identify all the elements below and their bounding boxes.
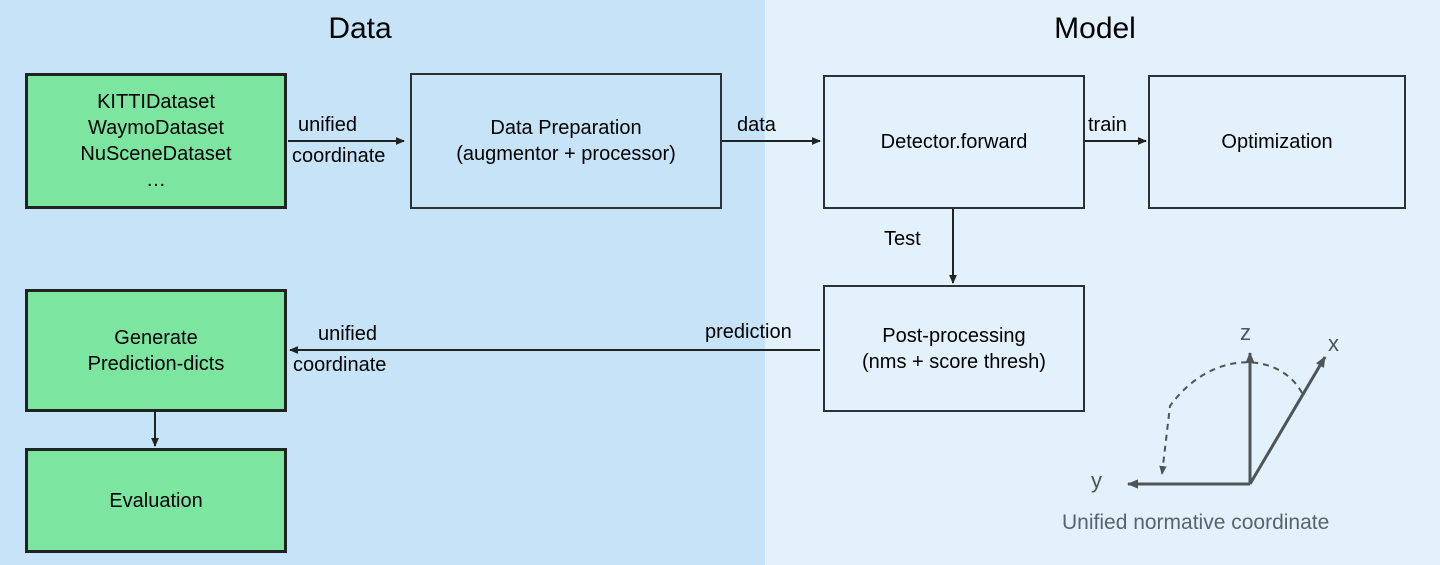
- edge-label-train: train: [1088, 114, 1127, 136]
- node-evaluation[interactable]: Evaluation: [25, 448, 287, 553]
- edge-label-coordinate-bottom: coordinate: [293, 354, 387, 376]
- axis-label-x: x: [1328, 331, 1339, 356]
- node-data-preparation[interactable]: Data Preparation (augmentor + processor): [410, 73, 722, 209]
- axis-label-y: y: [1091, 468, 1102, 493]
- edge-label-coordinate-top: coordinate: [292, 145, 386, 167]
- edge-label-unified-bottom: unified: [318, 323, 377, 345]
- panel-title-model: Model: [1054, 12, 1136, 45]
- coordinate-frame-caption: Unified normative coordinate: [1062, 511, 1330, 534]
- edge-label-unified-top: unified: [298, 114, 357, 136]
- node-optimization[interactable]: Optimization: [1148, 75, 1406, 209]
- panel-title-data: Data: [328, 12, 392, 45]
- node-datasets[interactable]: KITTIDataset WaymoDataset NuSceneDataset…: [25, 73, 287, 209]
- axis-label-z: z: [1240, 320, 1251, 345]
- node-detector-forward[interactable]: Detector.forward: [823, 75, 1085, 209]
- node-generate-prediction-dicts[interactable]: Generate Prediction-dicts: [25, 289, 287, 412]
- node-post-processing[interactable]: Post-processing (nms + score thresh): [823, 285, 1085, 412]
- edge-label-prediction: prediction: [705, 321, 792, 343]
- edge-label-test: Test: [884, 228, 921, 250]
- edge-label-data: data: [737, 114, 776, 136]
